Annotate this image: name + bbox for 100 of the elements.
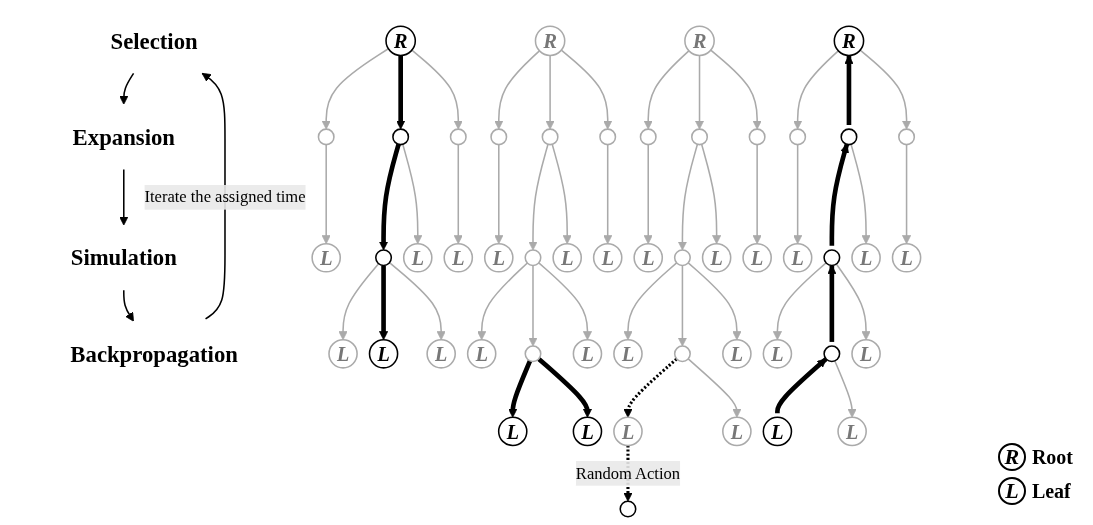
node-circle: L [613, 338, 643, 369]
arrow [551, 143, 572, 245]
node-circle: R [385, 25, 417, 57]
node-circle [490, 128, 508, 146]
arrow [772, 262, 827, 341]
legend-symbol: R [997, 443, 1026, 471]
node-circle: L [443, 242, 474, 273]
arrow [388, 261, 446, 341]
arrow [752, 143, 762, 245]
node-circle: L [311, 242, 342, 273]
arrow [379, 143, 401, 251]
arrow [538, 262, 592, 341]
arrow [201, 72, 226, 320]
node-circle [691, 128, 709, 146]
arrow [411, 49, 463, 130]
node-circle [673, 249, 691, 267]
arrow [677, 264, 687, 347]
node-circle [898, 128, 916, 146]
arrow [537, 357, 592, 418]
node-circle: L [592, 242, 623, 273]
arrow [859, 49, 912, 130]
node-circle: L [742, 242, 772, 273]
node-circle: L [328, 338, 358, 369]
arrow [494, 143, 504, 245]
node-circle: L [572, 338, 603, 369]
arrow [379, 265, 389, 341]
node-text: Expansion [72, 123, 175, 150]
node-circle: L [572, 416, 603, 447]
arrow [710, 49, 762, 130]
arrow [827, 265, 837, 342]
node-circle: L [837, 416, 867, 447]
arrow [775, 357, 828, 414]
node-circle: L [851, 242, 881, 273]
node-circle [392, 128, 410, 146]
legend-label: Root [1031, 445, 1073, 469]
node-circle: L [633, 242, 664, 273]
legend-label: Leaf [1031, 479, 1071, 503]
node-circle [619, 500, 637, 518]
arrow [687, 358, 742, 418]
node-circle [375, 249, 393, 267]
arrow [321, 143, 331, 245]
node-circle [748, 128, 766, 146]
arrow [829, 143, 850, 246]
arrow [793, 50, 840, 130]
arrow [402, 143, 423, 245]
arrow [700, 143, 722, 245]
arrow [508, 360, 533, 418]
arrow [494, 50, 541, 130]
node-circle: R [684, 25, 715, 57]
node-circle [840, 128, 858, 146]
node-circle [789, 128, 807, 146]
node-circle: L [762, 416, 793, 447]
arrow [835, 263, 871, 341]
node-circle: L [722, 416, 752, 447]
edge-label: Iterate the assigned time [144, 188, 306, 206]
node-circle: L [851, 338, 881, 369]
arrow [623, 262, 678, 341]
node-circle: L [891, 242, 922, 273]
node-circle [599, 128, 617, 146]
node-circle [639, 128, 657, 146]
arrow [695, 54, 705, 130]
node-circle [541, 128, 559, 146]
node-circle: L [782, 242, 813, 273]
node-circle [823, 345, 841, 363]
arrow [643, 50, 690, 130]
node-circle [449, 128, 467, 146]
node-circle: L [613, 416, 643, 447]
node-circle [524, 249, 542, 267]
node-text: Backpropagation [70, 340, 238, 367]
node-text: Simulation [70, 244, 177, 271]
arrow [603, 143, 613, 245]
node-circle: L [426, 338, 456, 369]
arrow [643, 143, 653, 245]
arrow [687, 262, 742, 341]
arrow [453, 143, 463, 245]
node-circle: R [833, 25, 865, 57]
arrow [119, 72, 135, 105]
arrow [528, 264, 538, 347]
arrow [902, 143, 912, 245]
arrow [477, 262, 529, 341]
arrow [560, 49, 613, 130]
arrow [338, 262, 380, 341]
node-text: Selection [110, 27, 198, 54]
arrow [793, 143, 803, 245]
node-circle [524, 345, 542, 363]
arrow [623, 357, 678, 418]
node-circle: L [701, 242, 732, 273]
legend-symbol: L [997, 477, 1026, 505]
node-circle: L [402, 242, 433, 273]
node-circle: L [368, 338, 399, 369]
node-circle: L [762, 338, 793, 369]
arrow [528, 143, 549, 251]
node-circle [673, 345, 691, 363]
node-circle [317, 128, 335, 146]
arrow [850, 143, 871, 245]
arrow [396, 55, 406, 130]
arrow [119, 168, 129, 226]
arrow [123, 289, 134, 322]
node-circle [823, 249, 841, 267]
arrow [844, 55, 854, 125]
